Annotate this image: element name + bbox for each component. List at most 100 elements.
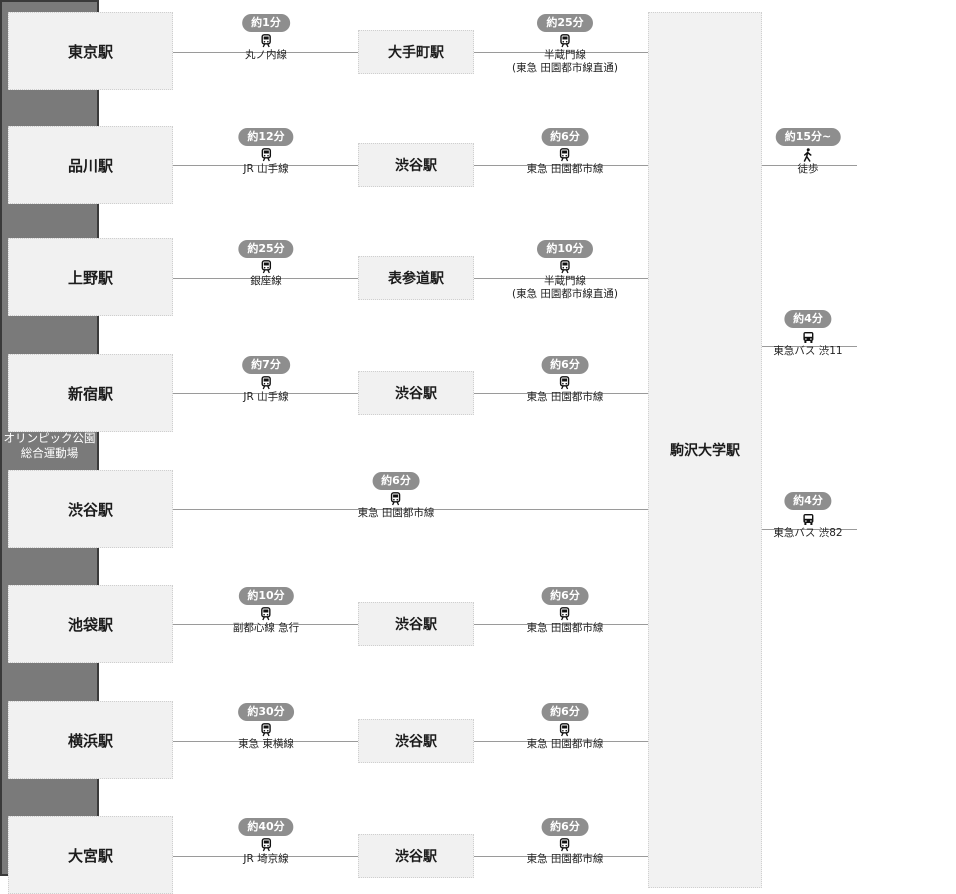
route-segment: 約6分 東急 田園都市線	[526, 818, 604, 865]
bus-icon	[802, 330, 814, 344]
transfer-label: 渋谷駅	[395, 734, 437, 750]
train-icon	[260, 838, 272, 852]
time-badge: 約25分	[537, 14, 593, 32]
time-badge: 約4分	[784, 310, 832, 328]
route-segment: 約30分 東急 東横線	[238, 703, 294, 750]
line-label-sub: (東急 田園都市線直通)	[511, 288, 619, 300]
line-label-sub: (東急 田園都市線直通)	[511, 62, 619, 74]
train-icon	[559, 838, 571, 852]
origin-station: 品川駅	[8, 126, 173, 204]
train-icon	[260, 607, 272, 621]
route-segment: 約10分 副都心線 急行	[233, 587, 299, 634]
time-badge: 約6分	[541, 587, 589, 605]
train-icon	[559, 148, 571, 162]
line-label: JR 山手線	[243, 163, 289, 175]
time-badge: 約10分	[537, 240, 593, 258]
origin-station: 上野駅	[8, 238, 173, 316]
transfer-label: 大手町駅	[388, 45, 444, 61]
train-icon	[260, 148, 272, 162]
route-line	[173, 509, 648, 510]
time-badge: 約10分	[238, 587, 294, 605]
time-badge: 約6分	[541, 128, 589, 146]
time-badge: 約4分	[784, 492, 832, 510]
origin-label: 渋谷駅	[67, 500, 113, 519]
origin-label: 品川駅	[67, 156, 113, 175]
time-badge: 約40分	[238, 818, 294, 836]
transfer-label: 渋谷駅	[395, 158, 437, 174]
route-segment: 約1分 丸ノ内線	[242, 14, 290, 61]
route-segment: 約6分 東急 田園都市線	[526, 703, 604, 750]
transfer-label: 渋谷駅	[395, 617, 437, 633]
transfer-station: 渋谷駅	[358, 143, 474, 187]
origin-station: 渋谷駅	[8, 470, 173, 548]
line-label: 半蔵門線	[544, 49, 586, 61]
line-label: 銀座線	[250, 275, 282, 287]
destination-line-2: オリンピック公園	[3, 430, 96, 445]
transfer-label: 渋谷駅	[395, 849, 437, 865]
final-leg: 約4分 東急バス 渋11	[773, 310, 843, 357]
final-leg-line	[762, 346, 857, 347]
time-badge: 約1分	[242, 14, 290, 32]
line-label: 半蔵門線	[544, 275, 586, 287]
train-icon	[559, 607, 571, 621]
line-label: JR 埼京線	[243, 853, 289, 865]
final-leg-line	[762, 529, 857, 530]
route-segment: 約6分 東急 田園都市線	[526, 356, 604, 403]
hub-station-box: 駒沢大学駅	[648, 12, 762, 888]
train-icon	[260, 376, 272, 390]
transfer-label: 渋谷駅	[395, 386, 437, 402]
route-segment: 約40分 JR 埼京線	[238, 818, 294, 865]
route-segment: 約25分 半蔵門線 (東急 田園都市線直通)	[512, 14, 618, 74]
route-segment: 約12分 JR 山手線	[238, 128, 294, 175]
bus-icon	[802, 512, 814, 526]
transfer-station: 大手町駅	[358, 30, 474, 74]
time-badge: 約6分	[541, 818, 589, 836]
line-label: 副都心線 急行	[232, 622, 300, 634]
route-segment: 約7分 JR 山手線	[242, 356, 290, 403]
time-badge: 約6分	[372, 472, 420, 490]
route-segment: 約25分 銀座線	[238, 240, 294, 287]
time-badge: 約30分	[238, 703, 294, 721]
transfer-station: 渋谷駅	[358, 371, 474, 415]
time-badge: 約15分~	[775, 128, 841, 146]
line-label: 東急 田園都市線	[526, 622, 604, 634]
time-badge: 約6分	[541, 703, 589, 721]
transfer-station: 表参道駅	[358, 256, 474, 300]
origin-station: 大宮駅	[8, 816, 173, 894]
line-label: 東急 田園都市線	[357, 507, 435, 519]
line-label: 東急 田園都市線	[526, 391, 604, 403]
time-badge: 約25分	[238, 240, 294, 258]
mode-label: 東急バス 渋11	[773, 345, 843, 357]
transfer-station: 渋谷駅	[358, 834, 474, 878]
time-badge: 約7分	[242, 356, 290, 374]
line-label: 東急 東横線	[238, 738, 294, 750]
route-segment: 約6分 東急 田園都市線	[357, 472, 435, 519]
final-leg: 約4分 東急バス 渋82	[773, 492, 843, 539]
origin-station: 東京駅	[8, 12, 173, 90]
train-icon	[559, 376, 571, 390]
line-label: 東急 田園都市線	[526, 853, 604, 865]
hub-station-label: 駒沢大学駅	[670, 443, 740, 459]
origin-station: 新宿駅	[8, 354, 173, 432]
train-icon	[260, 260, 272, 274]
final-leg: 約15分~ 徒歩	[775, 128, 841, 175]
line-label: JR 山手線	[243, 391, 289, 403]
final-leg-line	[762, 165, 857, 166]
walk-icon	[802, 148, 814, 162]
origin-station: 池袋駅	[8, 585, 173, 663]
line-label: 東急 田園都市線	[526, 738, 604, 750]
route-segment: 約10分 半蔵門線 (東急 田園都市線直通)	[512, 240, 618, 300]
time-badge: 約6分	[541, 356, 589, 374]
train-icon	[559, 723, 571, 737]
origin-station: 横浜駅	[8, 701, 173, 779]
origin-label: 東京駅	[67, 42, 113, 61]
train-icon	[390, 492, 402, 506]
route-segment: 約6分 東急 田園都市線	[526, 587, 604, 634]
time-badge: 約12分	[238, 128, 294, 146]
train-icon	[260, 723, 272, 737]
transfer-label: 表参道駅	[388, 271, 444, 287]
origin-label: 池袋駅	[67, 615, 113, 634]
origin-label: 上野駅	[67, 268, 113, 287]
origin-label: 大宮駅	[67, 846, 113, 865]
transfer-station: 渋谷駅	[358, 602, 474, 646]
